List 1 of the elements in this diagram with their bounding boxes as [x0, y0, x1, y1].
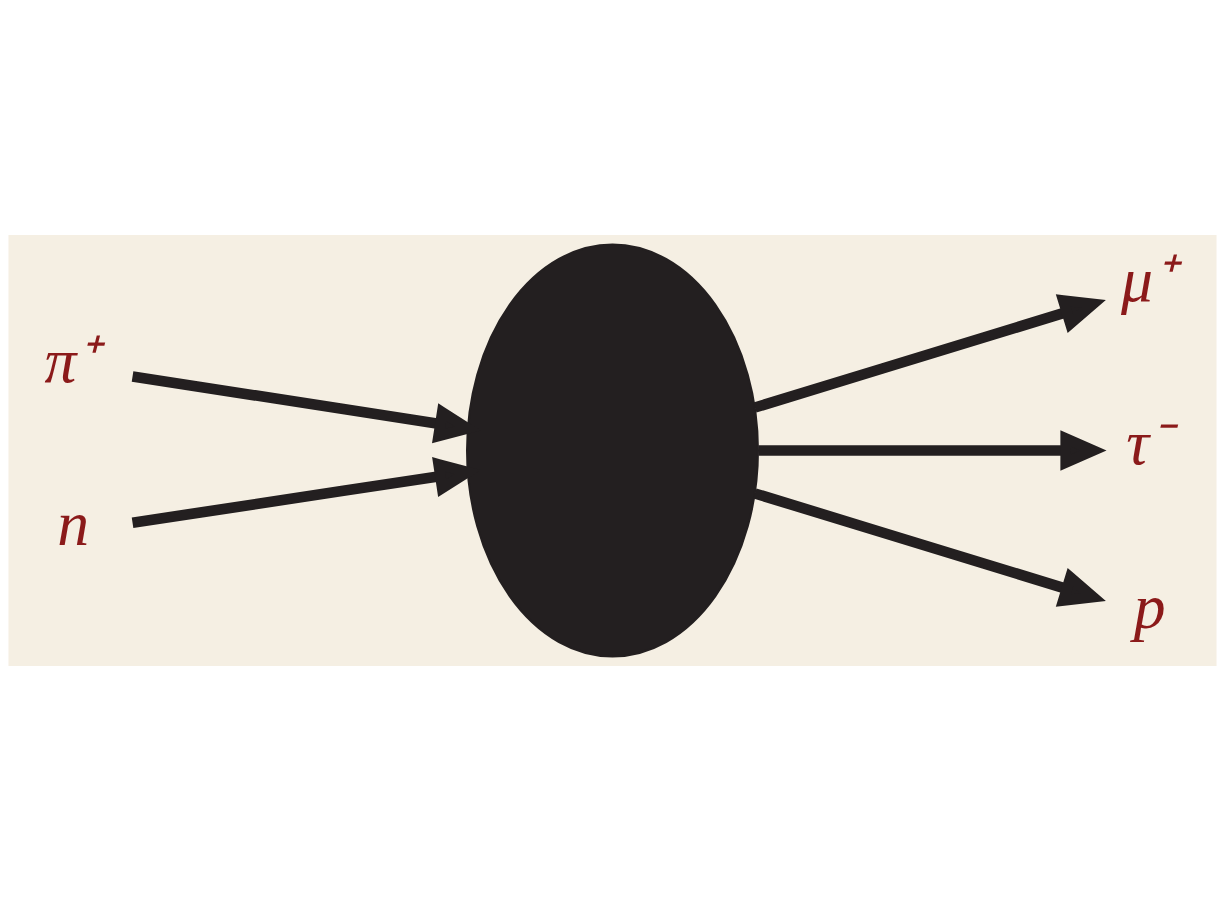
node-text: n — [57, 487, 90, 559]
